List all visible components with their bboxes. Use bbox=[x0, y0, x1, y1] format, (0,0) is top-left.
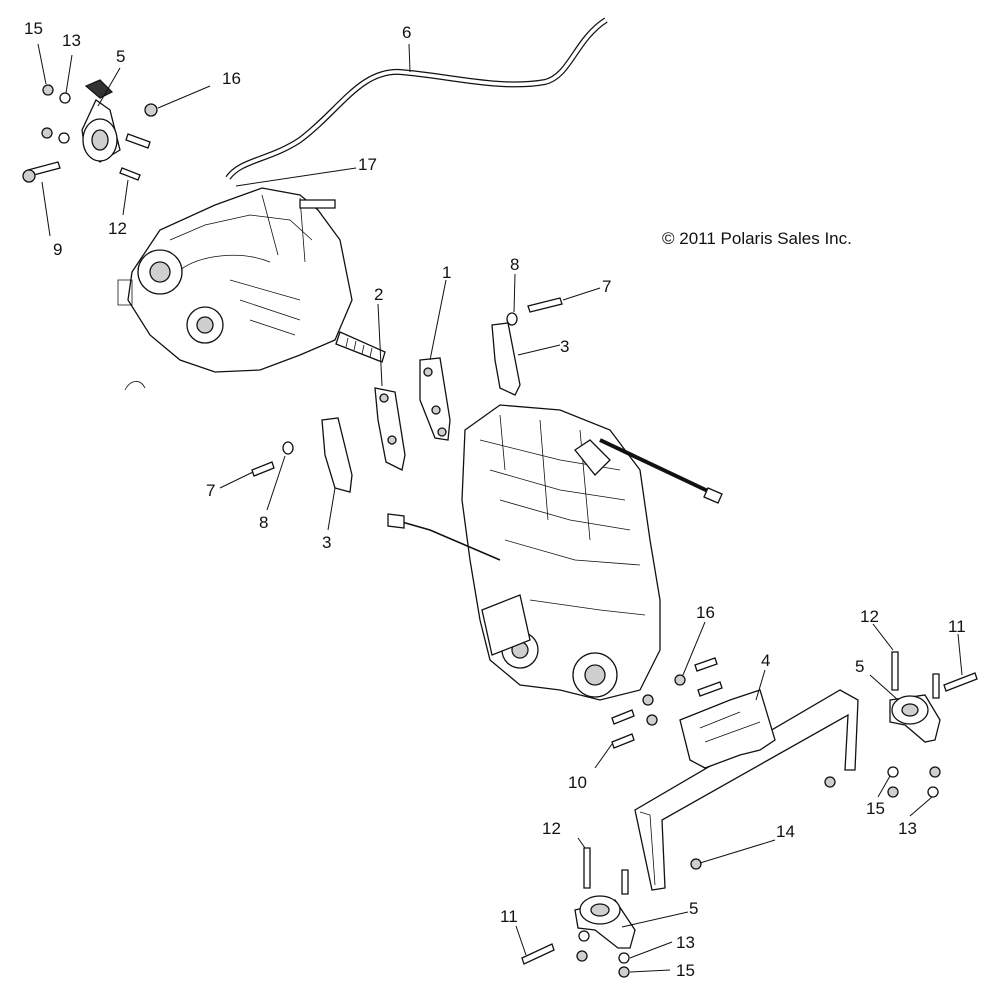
callout-13-bottom: 13 bbox=[676, 933, 695, 952]
callout-6: 6 bbox=[402, 23, 411, 42]
fasteners-mid bbox=[611, 657, 836, 870]
copyright-notice: © 2011 Polaris Sales Inc. bbox=[662, 229, 852, 248]
callout-15-right: 15 bbox=[866, 799, 885, 818]
callout-2: 2 bbox=[374, 285, 383, 304]
callout-14: 14 bbox=[776, 822, 795, 841]
callout-labels: 15 13 5 16 6 17 9 12 1 2 8 7 3 7 8 3 16 … bbox=[24, 19, 966, 980]
fasteners-top-left bbox=[22, 84, 158, 183]
part-5-mount-top-left bbox=[81, 79, 121, 163]
callout-11-bottom: 11 bbox=[500, 907, 518, 926]
callout-8-left: 8 bbox=[259, 513, 268, 532]
callout-1: 1 bbox=[442, 263, 451, 282]
leader-lines bbox=[37, 43, 963, 973]
part-3-plate-left bbox=[321, 417, 353, 493]
mounting-plates bbox=[251, 297, 563, 493]
callout-7-left: 7 bbox=[206, 481, 215, 500]
callout-4: 4 bbox=[761, 651, 770, 670]
callout-7-top: 7 bbox=[602, 277, 611, 296]
callout-16-mid: 16 bbox=[696, 603, 715, 622]
callout-13-top-left: 13 bbox=[62, 31, 81, 50]
transmission-assembly bbox=[117, 187, 386, 391]
callout-12-right: 12 bbox=[860, 607, 879, 626]
callout-16-top-left: 16 bbox=[222, 69, 241, 88]
callout-10: 10 bbox=[568, 773, 587, 792]
callout-3-right: 3 bbox=[560, 337, 569, 356]
callout-12-bottom: 12 bbox=[542, 819, 561, 838]
callout-15-bottom: 15 bbox=[676, 961, 695, 980]
callout-12-top-left: 12 bbox=[108, 219, 127, 238]
callout-5-right: 5 bbox=[855, 657, 864, 676]
callout-3-left: 3 bbox=[322, 533, 331, 552]
part-4-crossmember bbox=[634, 689, 859, 891]
callout-17: 17 bbox=[358, 155, 377, 174]
callout-9: 9 bbox=[53, 240, 62, 259]
part-5-mount-right bbox=[887, 651, 978, 798]
callout-5-bottom: 5 bbox=[689, 899, 698, 918]
part-3-plate-right bbox=[491, 322, 521, 396]
part-2-plate bbox=[374, 387, 406, 471]
callout-8-top: 8 bbox=[510, 255, 519, 274]
callout-15-top-left: 15 bbox=[24, 19, 43, 38]
part-1-plate bbox=[419, 357, 451, 441]
callout-13-right: 13 bbox=[898, 819, 917, 838]
callout-5-top-left: 5 bbox=[116, 47, 125, 66]
part-5-mount-bottom bbox=[521, 847, 636, 978]
callout-11-right: 11 bbox=[948, 617, 966, 636]
engine-assembly bbox=[387, 404, 723, 701]
part-6-tube bbox=[225, 17, 608, 180]
